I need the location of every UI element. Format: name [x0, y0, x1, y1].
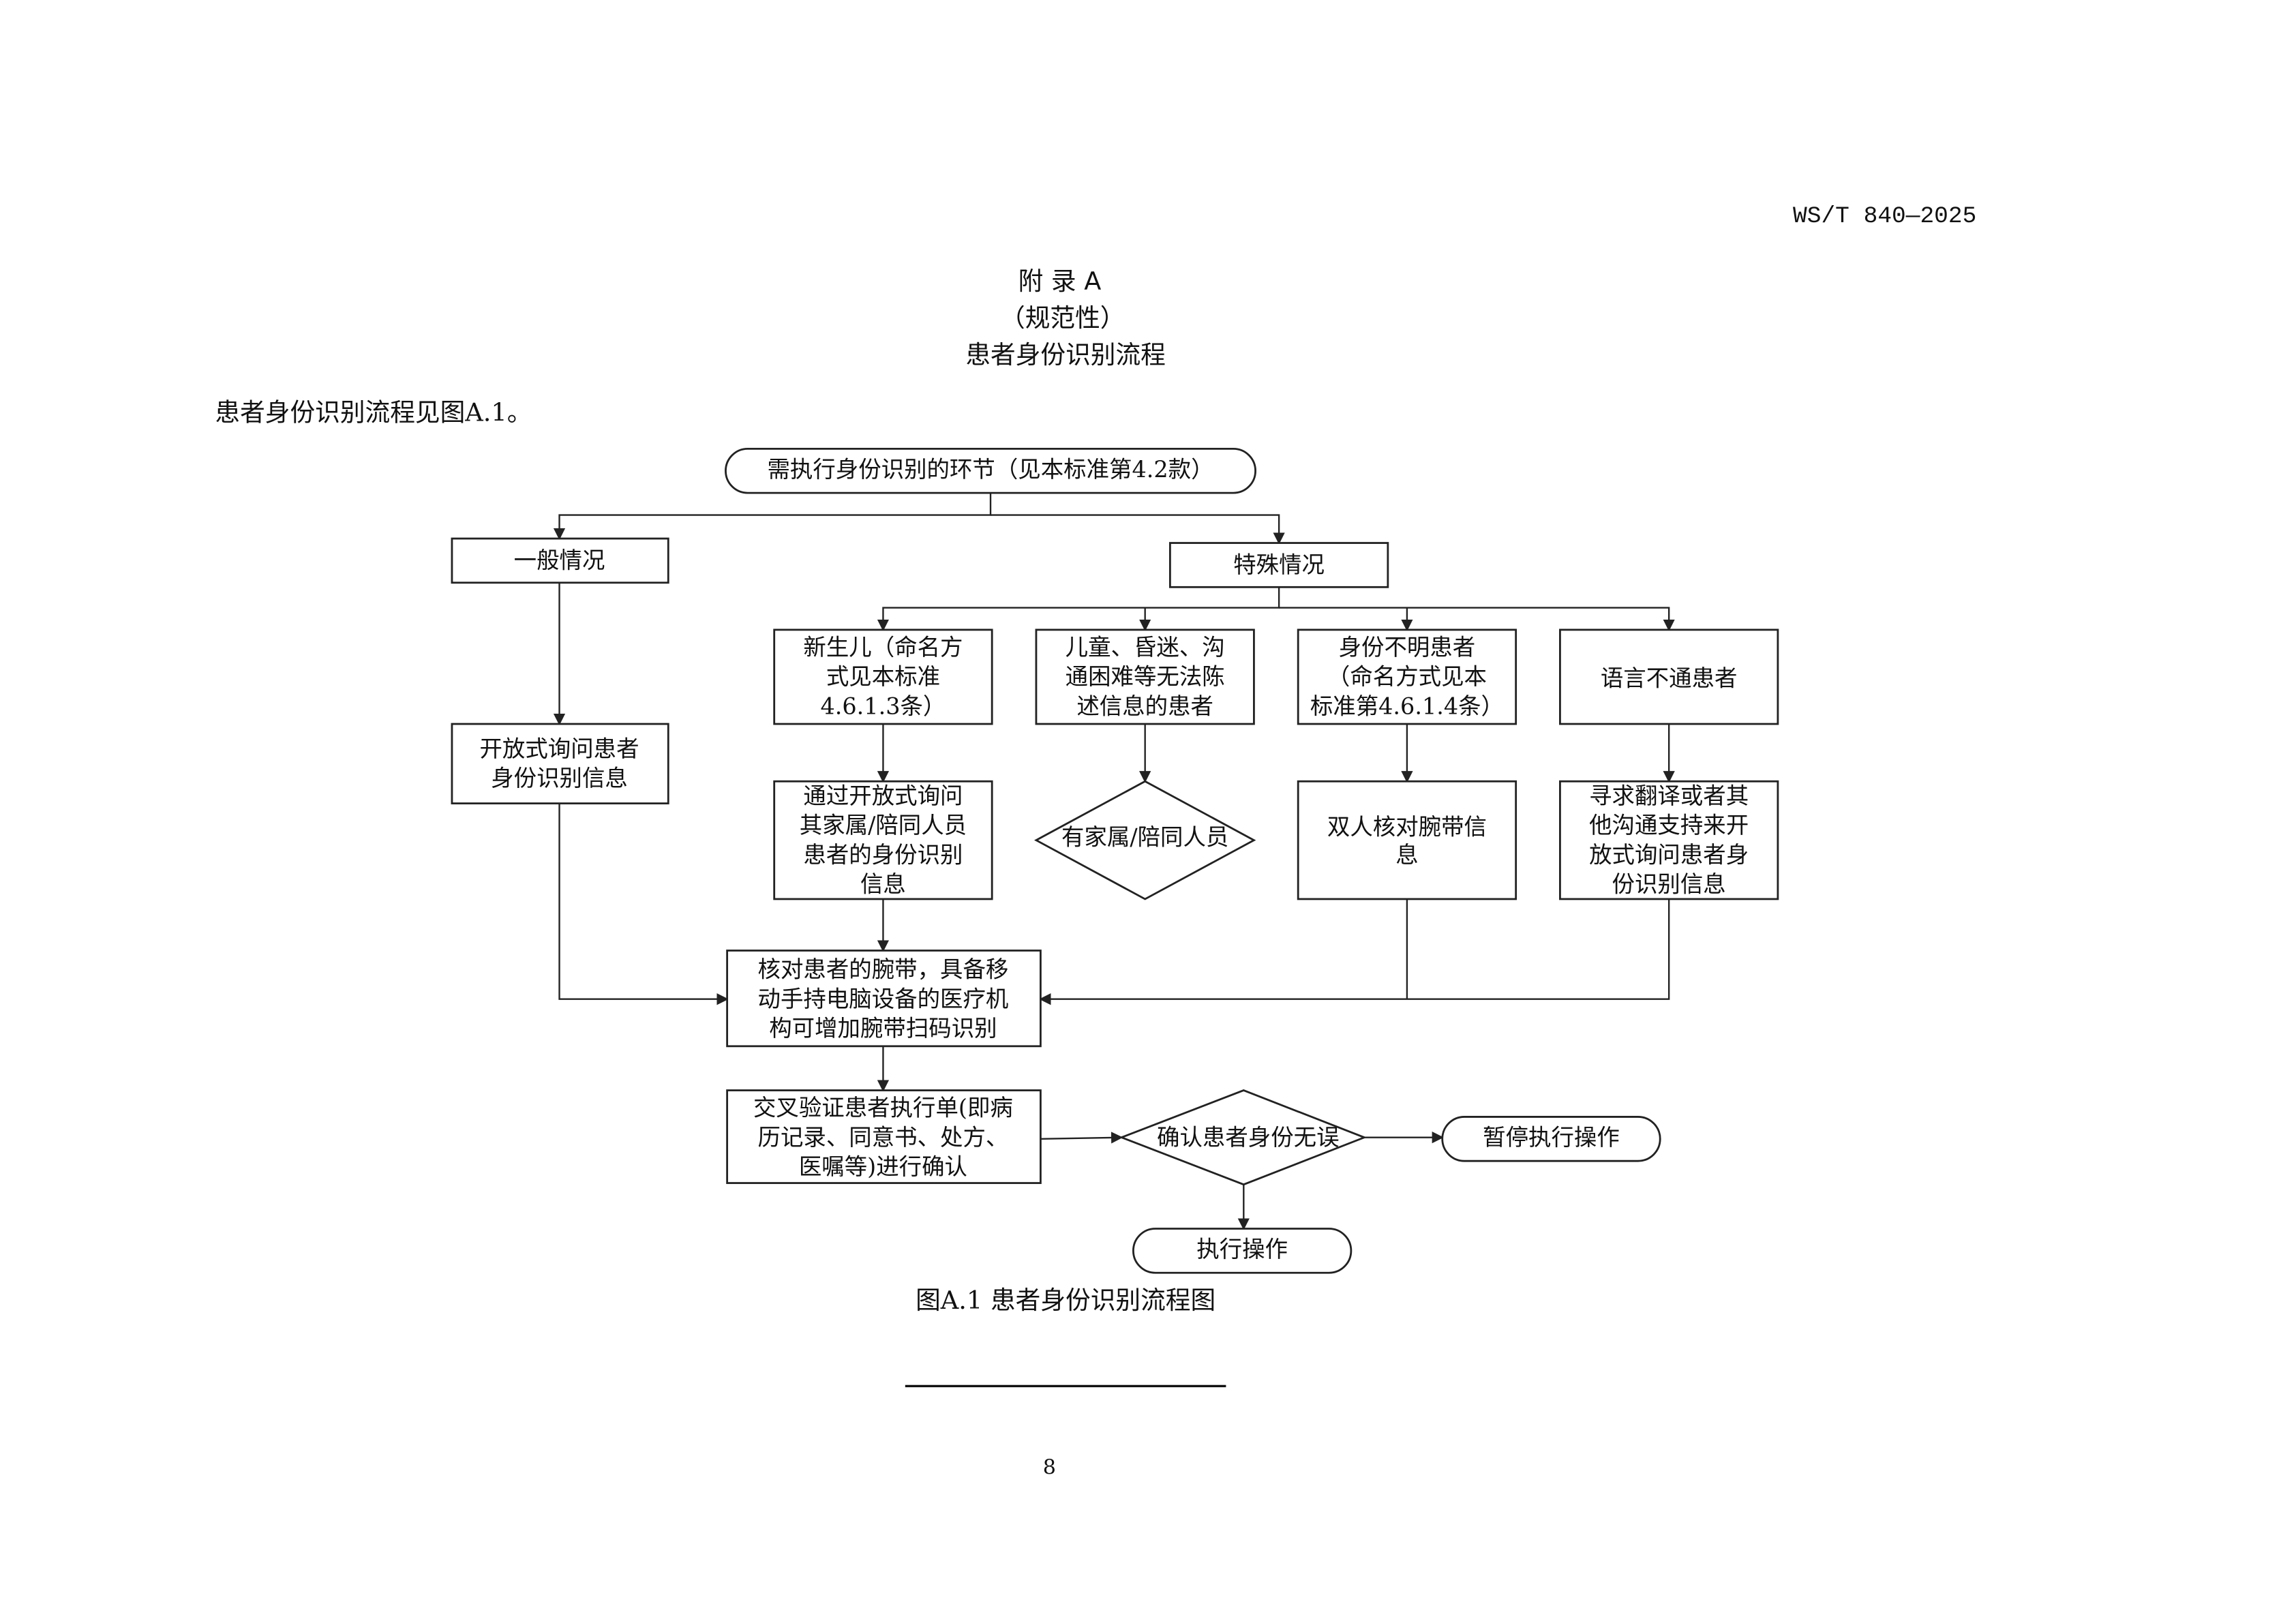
pause-node: 暂停执行操作 [1441, 1116, 1661, 1162]
step-line: 信息 [860, 871, 906, 898]
start-node: 需执行身份识别的环节（见本标准第4.2款） [725, 447, 1256, 494]
case-line: 标准第4.6.1.4条） [1310, 693, 1504, 719]
intro-text: 患者身份识别流程见图A.1。 [215, 397, 532, 427]
verify-wristband-node: 核对患者的腕带，具备移 动手持电脑设备的医疗机 构可增加腕带扫码识别 [726, 950, 1042, 1048]
language-step: 寻求翻译或者其 他沟通支持来开 放式询问患者身 份识别信息 [1559, 780, 1779, 900]
general-step-node: 开放式询问患者 身份识别信息 [451, 723, 669, 805]
case-line: 儿童、昏迷、沟 [1066, 634, 1225, 661]
newborn-step: 通过开放式询问 其家属/陪同人员 患者的身份识别 信息 [773, 780, 993, 900]
step-line: 份识别信息 [1612, 871, 1726, 898]
step-line: 动手持电脑设备的医疗机 [758, 986, 1009, 1012]
case-line: 新生儿（命名方 [803, 634, 963, 661]
step-line: 寻求翻译或者其 [1589, 783, 1749, 809]
case-line: 语言不通患者 [1601, 665, 1738, 691]
step-line: 患者的身份识别 [803, 841, 963, 868]
case-line: 述信息的患者 [1076, 693, 1213, 719]
execute-node: 执行操作 [1132, 1228, 1353, 1274]
companion-decision: 有家属/陪同人员 [1033, 780, 1256, 900]
step-line: 通过开放式询问 [803, 783, 963, 809]
general-step-line: 开放式询问患者 [480, 735, 639, 762]
case-unknown-identity: 身份不明患者 （命名方式见本 标准第4.6.1.4条） [1297, 628, 1517, 725]
decision-label: 确认患者身份无误 [1157, 1124, 1339, 1151]
cross-check-node: 交叉验证患者执行单(即病 历记录、同意书、处方、 医嘱等)进行确认 [726, 1089, 1042, 1184]
case-line: 4.6.1.3条） [821, 693, 946, 719]
step-line: 其家属/陪同人员 [800, 812, 967, 838]
step-line: 医嘱等)进行确认 [799, 1153, 967, 1180]
unknown-identity-step: 双人核对腕带信 息 [1297, 780, 1517, 900]
step-line: 核对患者的腕带，具备移 [758, 956, 1009, 983]
figure-caption: 图A.1 患者身份识别流程图 [916, 1286, 1215, 1315]
appendix-label: 附 录 A [1018, 267, 1102, 296]
step-line: 他沟通支持来开 [1589, 812, 1749, 838]
general-case-node: 一般情况 [451, 537, 669, 584]
general-step-line: 身份识别信息 [491, 765, 628, 791]
step-line: 息 [1395, 841, 1418, 868]
decision-label: 有家属/陪同人员 [1061, 823, 1228, 850]
start-label: 需执行身份识别的环节（见本标准第4.2款） [767, 456, 1213, 483]
confirm-decision: 确认患者身份无误 [1119, 1089, 1368, 1186]
step-line: 历记录、同意书、处方、 [758, 1124, 1009, 1151]
step-line: 双人核对腕带信 [1327, 813, 1487, 840]
appendix-nature: （规范性） [1000, 303, 1125, 333]
execute-label: 执行操作 [1196, 1236, 1288, 1262]
case-line: （命名方式见本 [1327, 663, 1487, 690]
case-language-barrier: 语言不通患者 [1559, 628, 1779, 725]
step-line: 构可增加腕带扫码识别 [769, 1015, 997, 1042]
appendix-title: 患者身份识别流程 [965, 340, 1166, 369]
special-case-node: 特殊情况 [1168, 542, 1389, 588]
standard-code: WS/T 840—2025 [1793, 203, 1976, 230]
general-case-label: 一般情况 [514, 547, 605, 574]
case-line: 身份不明患者 [1339, 634, 1476, 661]
page-number: 8 [1043, 1455, 1056, 1479]
step-line: 放式询问患者身 [1589, 841, 1749, 868]
step-line: 交叉验证患者执行单(即病 [753, 1095, 1013, 1121]
case-newborn: 新生儿（命名方 式见本标准 4.6.1.3条） [773, 628, 993, 725]
connectors [553, 493, 1675, 1230]
pause-label: 暂停执行操作 [1483, 1124, 1620, 1151]
case-children-coma: 儿童、昏迷、沟 通困难等无法陈 述信息的患者 [1035, 628, 1255, 725]
special-case-label: 特殊情况 [1233, 551, 1325, 578]
case-line: 通困难等无法陈 [1066, 663, 1225, 690]
case-line: 式见本标准 [826, 663, 940, 690]
